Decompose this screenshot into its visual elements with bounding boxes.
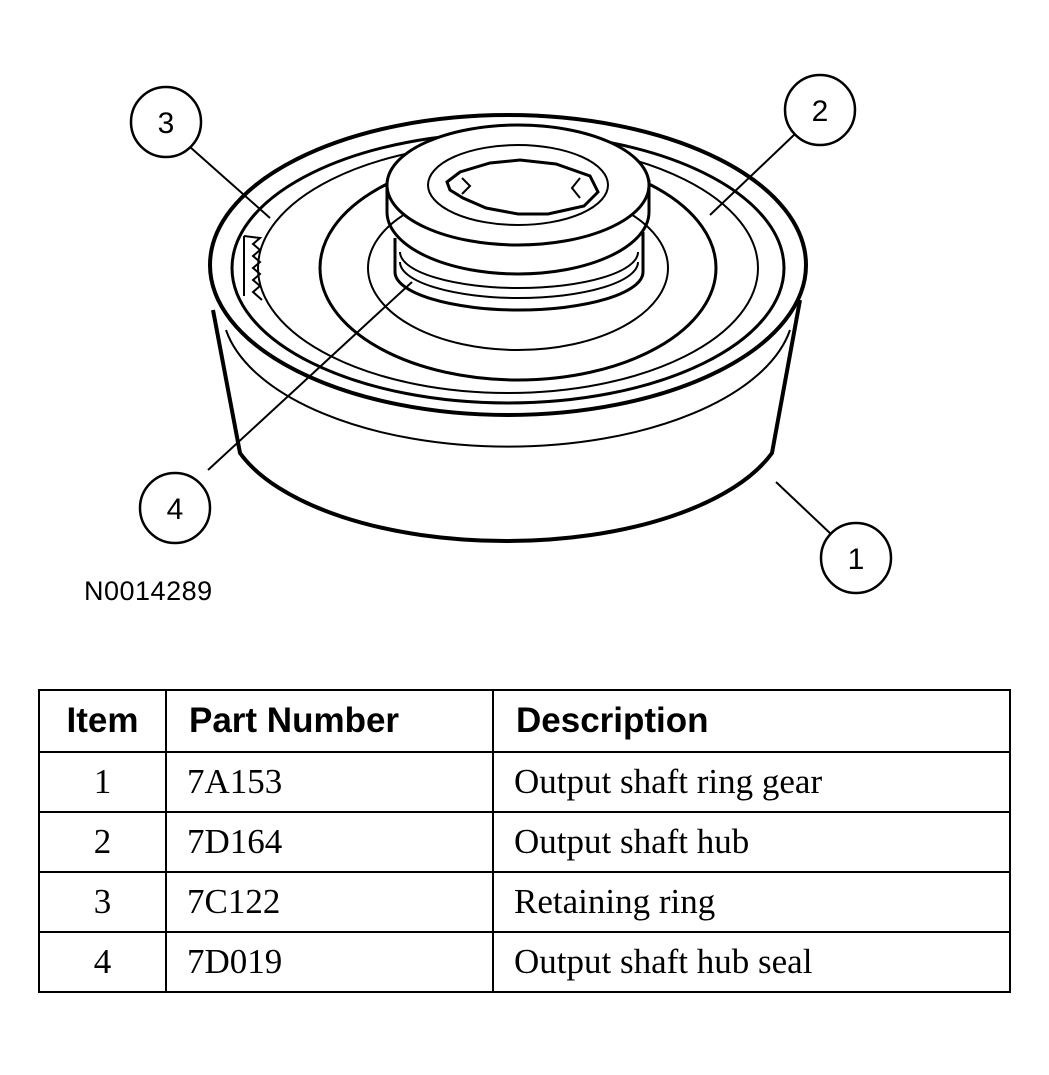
header-item: Item — [38, 689, 167, 753]
hub-drawing — [318, 123, 718, 382]
callout-2-circle — [783, 73, 857, 147]
cell-item: 1 — [38, 751, 167, 813]
cell-item: 3 — [38, 871, 167, 933]
callout-3-label: 3 — [158, 107, 175, 140]
cell-description: Output shaft ring gear — [492, 751, 1011, 813]
callout-2-label: 2 — [812, 95, 829, 128]
callout-1-circle — [819, 521, 893, 595]
cell-item: 2 — [38, 811, 167, 873]
cell-description: Retaining ring — [492, 871, 1011, 933]
exploded-part-illustration: 1 2 3 4 — [129, 73, 893, 595]
table-row: 4 7D019 Output shaft hub seal — [38, 931, 1011, 993]
cell-description: Output shaft hub — [492, 811, 1011, 873]
cell-part-number: 7D019 — [165, 931, 494, 993]
cell-part-number: 7A153 — [165, 751, 494, 813]
parts-table: Item Part Number Description 1 7A153 Out… — [38, 689, 1011, 993]
cell-part-number: 7D164 — [165, 811, 494, 873]
table-row: 3 7C122 Retaining ring — [38, 871, 1011, 933]
callout-4-label: 4 — [167, 493, 184, 526]
cell-item: 4 — [38, 931, 167, 993]
cell-description: Output shaft hub seal — [492, 931, 1011, 993]
callout-3-circle — [129, 85, 203, 159]
figure-id-label: N0014289 — [84, 576, 213, 606]
table-header-row: Item Part Number Description — [38, 689, 1011, 753]
cell-part-number: 7C122 — [165, 871, 494, 933]
header-part-number: Part Number — [165, 689, 494, 753]
table-row: 1 7A153 Output shaft ring gear — [38, 751, 1011, 813]
table-row: 2 7D164 Output shaft hub — [38, 811, 1011, 873]
callout-4-circle — [138, 471, 212, 545]
callout-1-label: 1 — [848, 543, 865, 576]
callout-leaders — [189, 133, 833, 536]
header-description: Description — [492, 689, 1011, 753]
